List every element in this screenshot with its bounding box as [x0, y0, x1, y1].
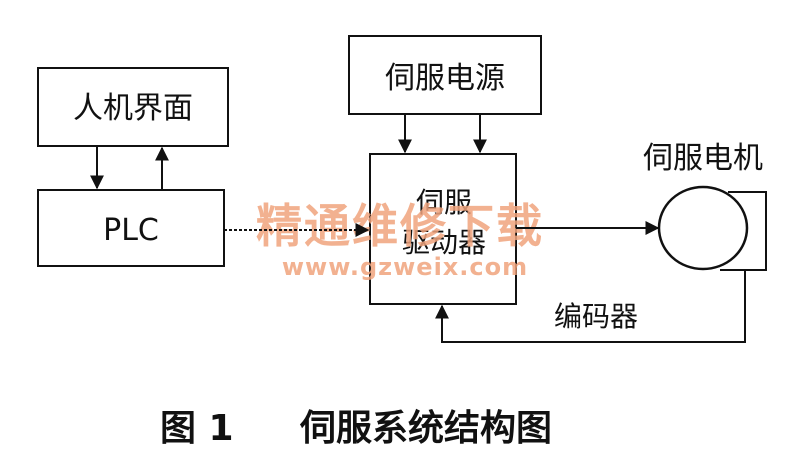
plc-label: PLC: [103, 213, 159, 248]
watermark-url: www.gzweix.com: [282, 253, 528, 281]
plc-box: [37, 189, 225, 267]
watermark-main: 精通维修下载: [256, 199, 544, 253]
hmi-label: 人机界面: [73, 91, 193, 126]
servo-driver-label-line1: 伺服: [416, 186, 472, 219]
servo-driver-label-line2: 驱动器: [402, 226, 486, 259]
hmi-box: [37, 67, 229, 147]
servo-motor-label: 伺服电机: [643, 141, 763, 176]
servo-power-box: [348, 35, 542, 115]
servo-power-label: 伺服电源: [385, 61, 505, 96]
encoder-label: 编码器: [554, 300, 638, 333]
caption-title: 伺服系统结构图: [299, 408, 552, 449]
servo-motor-housing: [720, 191, 767, 271]
encoder-feedback-line: [435, 270, 746, 343]
caption-number: 图 1: [160, 408, 234, 449]
servo-motor-circle: [657, 185, 749, 271]
